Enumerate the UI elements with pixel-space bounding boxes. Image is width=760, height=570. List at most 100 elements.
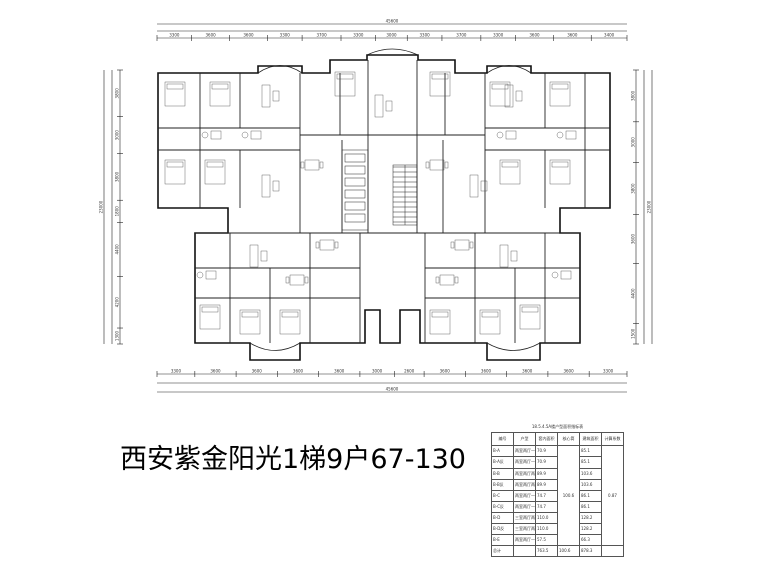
left-dimension-segment: 3800 bbox=[115, 88, 120, 99]
table-cell: 两室两厅两卫 bbox=[513, 478, 536, 491]
table-cell: 103.6 bbox=[579, 478, 602, 491]
right-dimension-segment: 3600 bbox=[631, 233, 636, 244]
table-cell: 两室两厅一卫 bbox=[513, 489, 536, 502]
top-dimension-segment: 3700 bbox=[316, 33, 327, 38]
table-cell: 110.0 bbox=[535, 522, 558, 535]
table-cell bbox=[513, 544, 536, 558]
bottom-dimension-total: 45600 bbox=[386, 387, 399, 392]
top-dimension-total: 45600 bbox=[386, 19, 399, 24]
furniture-symbols bbox=[164, 71, 577, 335]
interior-walls bbox=[158, 60, 610, 343]
table-cell: 74.7 bbox=[535, 489, 558, 502]
top-dimension-segment: 3300 bbox=[353, 33, 364, 38]
bottom-dimension-segment: 3600 bbox=[563, 369, 574, 374]
table-row: B-D反三室两厅两卫110.0 128.2 bbox=[491, 522, 624, 535]
table-header: 核心筒 bbox=[557, 432, 580, 447]
table-cell: 0.87 bbox=[601, 445, 624, 546]
table-cell bbox=[601, 544, 624, 558]
table-cell: 85.1 bbox=[579, 445, 602, 458]
bottom-dimension-segment: 3600 bbox=[334, 369, 345, 374]
table-cell: 86.1 bbox=[579, 489, 602, 502]
table-header: 建筑面积 bbox=[579, 432, 602, 447]
bottom-dimension-segment: 3600 bbox=[210, 369, 221, 374]
right-dimension-segment: 3800 bbox=[631, 183, 636, 194]
table-cell: 128.2 bbox=[579, 511, 602, 524]
top-dimension-segment: 3400 bbox=[604, 33, 615, 38]
top-dimension-segment: 3700 bbox=[456, 33, 467, 38]
right-dimension-segment: 4400 bbox=[631, 288, 636, 299]
table-header: 编号 bbox=[491, 432, 514, 447]
top-dimension-segment: 3300 bbox=[493, 33, 504, 38]
top-dimension-segment: 3600 bbox=[243, 33, 254, 38]
table-cell: B-E bbox=[491, 533, 514, 546]
bottom-dimension-segment: 3600 bbox=[293, 369, 304, 374]
top-dimension-segment: 3300 bbox=[280, 33, 291, 38]
table-cell: 57.5 bbox=[535, 533, 558, 546]
table-header-row: 编号 户型 套内面积 核心筒 建筑面积 计算系数 bbox=[491, 432, 624, 447]
table-row: B-B两室两厅两卫89.9 103.6 bbox=[491, 467, 624, 480]
right-dimension-segment: 3800 bbox=[631, 90, 636, 101]
table-cell: B-D bbox=[491, 511, 514, 524]
table-cell: 89.9 bbox=[535, 478, 558, 491]
table-cell: 三室两厅两卫 bbox=[513, 522, 536, 535]
bottom-dimension-segment: 3600 bbox=[252, 369, 263, 374]
top-dimension-segment: 3300 bbox=[169, 33, 180, 38]
table-row: B-E两室两厅一卫57.566.3 bbox=[491, 533, 624, 546]
left-dimension-segment: 1800 bbox=[115, 206, 120, 217]
bottom-dimension-segment: 3600 bbox=[440, 369, 451, 374]
bottom-dimension-segment: 3300 bbox=[603, 369, 614, 374]
top-dimension-segment: 3600 bbox=[567, 33, 578, 38]
top-dimension-segment: 3000 bbox=[386, 33, 397, 38]
table-cell: 878.3 bbox=[579, 544, 602, 558]
table-cell: 763.5 bbox=[535, 544, 558, 558]
area-index-table: 18.5.4.5A楼户型面积指标表 编号 户型 套内面积 核心筒 建筑面积 计算… bbox=[491, 421, 624, 558]
table-cell: B-C反 bbox=[491, 500, 514, 513]
table-cell: 两室两厅一卫 bbox=[513, 533, 536, 546]
table-cell: 70.9 bbox=[535, 456, 558, 469]
left-dimension-total: 23000 bbox=[99, 200, 104, 213]
stair-core bbox=[341, 149, 418, 231]
plan-title: 西安紫金阳光1梯9户67-130 bbox=[120, 444, 466, 475]
left-dimension-segment: 3800 bbox=[115, 171, 120, 182]
table-cell: 两室两厅一卫 bbox=[513, 500, 536, 513]
table-header: 计算系数 bbox=[601, 432, 624, 447]
left-dimension-segment: 1300 bbox=[115, 330, 120, 341]
right-dimension-segment: 1500 bbox=[631, 328, 636, 339]
table-cell: 总计 bbox=[491, 544, 514, 558]
table-cell: B-A反 bbox=[491, 456, 514, 469]
bottom-dimension-segment: 2600 bbox=[404, 369, 415, 374]
table-cell: B-A bbox=[491, 445, 514, 458]
table-cell: B-D反 bbox=[491, 522, 514, 535]
table-caption: 18.5.4.5A楼户型面积指标表 bbox=[531, 423, 584, 429]
table-header: 套内面积 bbox=[535, 432, 558, 447]
table-header: 户型 bbox=[513, 432, 536, 447]
left-dimension-segment: 4400 bbox=[115, 244, 120, 255]
bottom-dimension-segment: 3600 bbox=[522, 369, 533, 374]
table-cell: 两室两厅两卫 bbox=[513, 467, 536, 480]
table-cell: 103.6 bbox=[579, 467, 602, 480]
table-cell: B-B bbox=[491, 467, 514, 480]
table-row: B-C反两室两厅一卫74.7 86.1 bbox=[491, 500, 624, 513]
table-cell: 89.9 bbox=[535, 467, 558, 480]
table-cell: 74.7 bbox=[535, 500, 558, 513]
table-cell: 100.6 bbox=[557, 544, 580, 558]
top-dimension-segment: 3600 bbox=[206, 33, 217, 38]
table-cell: 两室两厅一卫 bbox=[513, 445, 536, 458]
table-cell: 三室两厅两卫 bbox=[513, 511, 536, 524]
bay-windows bbox=[249, 48, 541, 351]
table-cell: 85.1 bbox=[579, 456, 602, 469]
table-cell: 128.2 bbox=[579, 522, 602, 535]
left-dimension-segment: 4200 bbox=[115, 297, 120, 308]
left-dimension-segment: 3000 bbox=[115, 130, 120, 141]
top-dimension-segment: 3600 bbox=[529, 33, 540, 38]
table-cell: B-B反 bbox=[491, 478, 514, 491]
table-cell: 86.1 bbox=[579, 500, 602, 513]
table-cell: 110.0 bbox=[535, 511, 558, 524]
table-cell: 100.6 bbox=[557, 445, 580, 546]
bottom-dimension-segment: 3000 bbox=[372, 369, 383, 374]
table-cell: 两室两厅一卫 bbox=[513, 456, 536, 469]
building-outline bbox=[157, 54, 611, 361]
bottom-dimension-segment: 3300 bbox=[171, 369, 182, 374]
